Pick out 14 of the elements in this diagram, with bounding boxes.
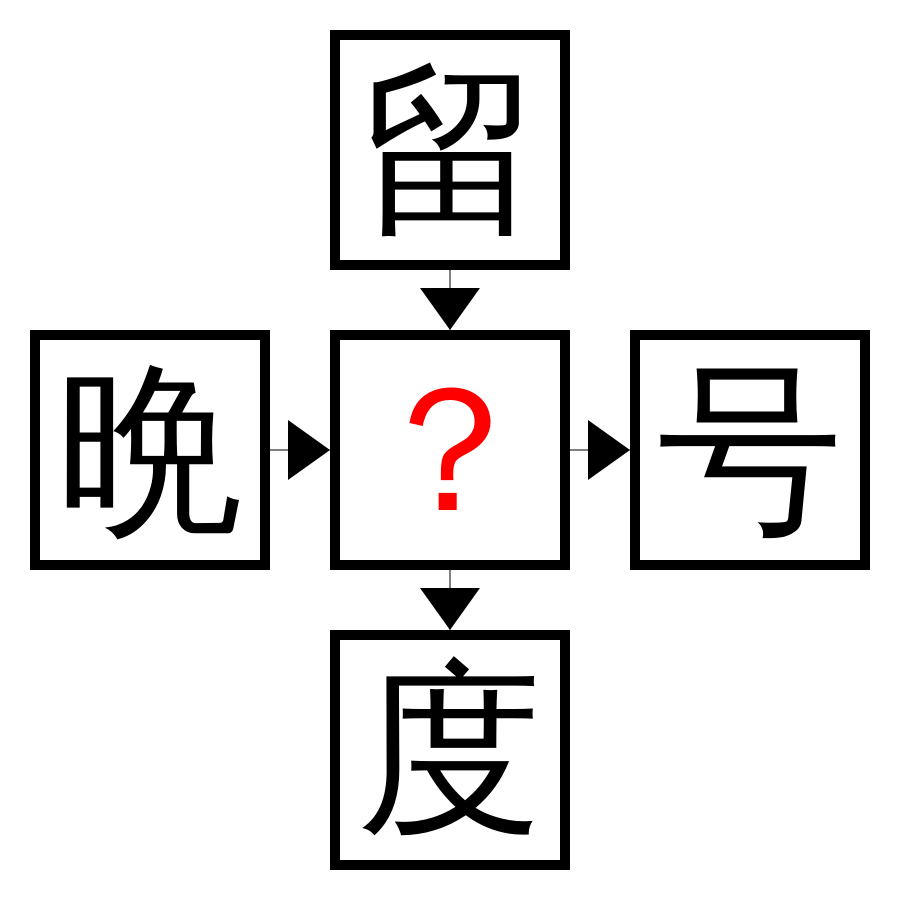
character-box: [630, 330, 870, 570]
answer-box: [330, 330, 570, 570]
arrow: [570, 420, 630, 480]
arrow: [270, 420, 330, 480]
kanji-character: 度: [357, 657, 543, 843]
question-mark: ？: [362, 362, 538, 538]
character-box: [330, 630, 570, 870]
kanji-character: 晩: [57, 357, 243, 543]
character-box: [330, 30, 570, 270]
arrow: [420, 570, 480, 630]
character-box: [30, 330, 270, 570]
kanji-character: 留: [357, 57, 543, 243]
arrow: [420, 270, 480, 330]
kanji-character: 号: [657, 357, 843, 543]
